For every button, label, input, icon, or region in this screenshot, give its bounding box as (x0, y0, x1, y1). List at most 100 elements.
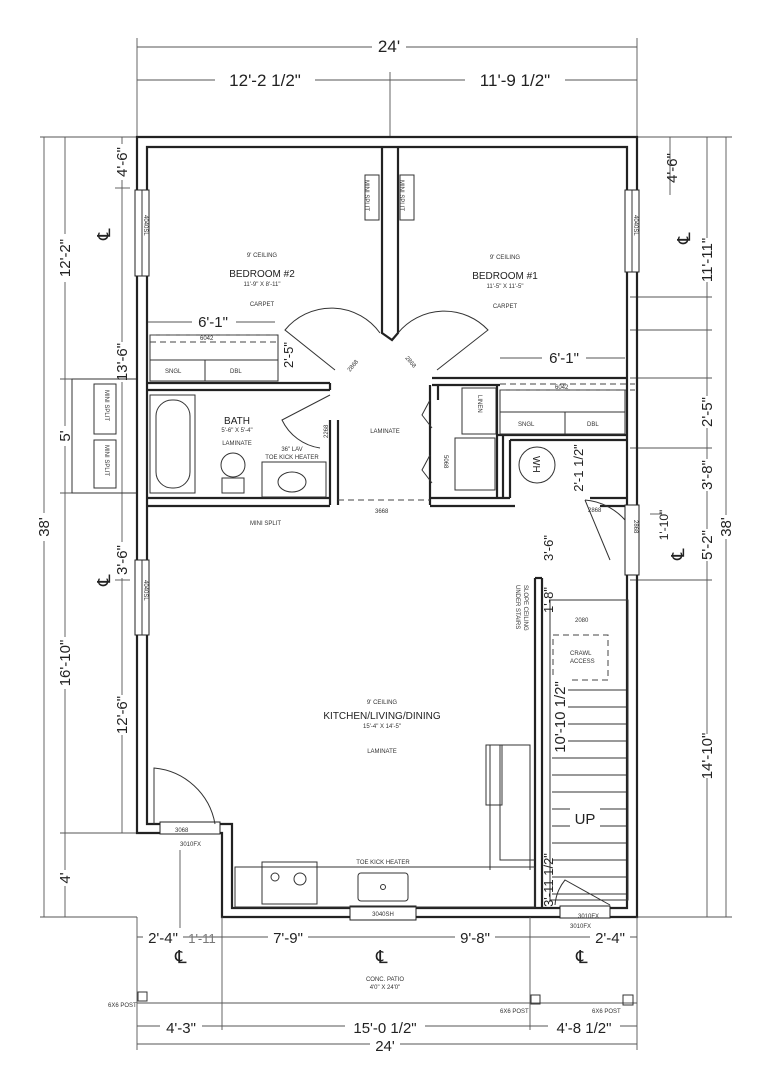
left-dimensions: 38' 12'-2" 5' 16'-10" 4' 4'-6" 13'-6" 3'… (36, 136, 138, 918)
centerline-symbol: ℄ (94, 228, 114, 241)
dim-bottom-row2-2: 15'-0 1/2" (353, 1020, 416, 1037)
bedroom1-floor: CARPET (493, 304, 518, 310)
window-label: 4040SL (142, 215, 148, 236)
dim-top-left: 12'-2 1/2" (229, 71, 301, 90)
right-dimensions: 11'-11" 2'-5" 3'-8" 5'-2" 14'-10" 38' 4'… (630, 136, 735, 918)
door-label: 2868 (588, 508, 602, 514)
door-label: 3068 (175, 828, 189, 834)
centerline-symbol: ℄ (174, 947, 187, 967)
dim-right-door: 1'-10" (657, 510, 671, 541)
bath-floor: LAMINATE (222, 441, 252, 447)
dim-br1-closet: 6'-1" (549, 350, 579, 367)
window-label: 3040SH (372, 912, 394, 918)
lav-label: 36" LAV (281, 447, 302, 453)
dim-bottom-5: 2'-4" (595, 930, 625, 947)
centerline-symbol: ℄ (375, 947, 388, 967)
toe-kick-bath-label: TOE KICK HEATER (265, 455, 319, 461)
dim-left-mid-4: 4' (57, 872, 74, 883)
bedroom2-size: 11'-9" X 8'-11" (243, 282, 280, 288)
bedroom2-name: BEDROOM #2 (229, 269, 295, 280)
dim-right-3: 3'-8" (699, 460, 716, 490)
kitchen-size: 15'-4" X 14'-5" (363, 724, 401, 730)
toe-kick-kitchen-label: TOE KICK HEATER (356, 860, 410, 866)
dim-left-inner-3: 3'-6" (114, 545, 131, 575)
window-label: 4040SL (632, 215, 638, 236)
dim-stair-bottom: 3'-11 1/2" (541, 853, 556, 907)
window-label: 3010FX (570, 924, 591, 930)
dim-right-window: 4'-6" (664, 153, 681, 183)
dim-overall-width: 24' (378, 37, 400, 56)
dim-bottom-3: 7'-9" (273, 930, 303, 947)
dim-right-1: 11'-11" (699, 238, 716, 282)
door-label: 5068 (442, 455, 448, 469)
bath-fixtures: MINI SPLIT (149, 394, 327, 527)
mini-split-bath-label: MINI SPLIT (250, 521, 281, 527)
room-labels: 9' CEILING BEDROOM #2 11'-9" X 8'-11" CA… (221, 253, 538, 866)
mini-split-ext-label: MINI SPLIT (103, 445, 109, 476)
water-heater-label: WH (530, 456, 541, 473)
dim-bottom-overall: 24' (375, 1038, 395, 1055)
mini-split-ext-label: MINI SPLIT (103, 390, 109, 421)
under-stairs-label: UNDER STAIRS (514, 585, 520, 629)
stairs: CRAWL ACCESS 2080 UP SLOPE CEILING UNDER… (514, 535, 629, 907)
hall-opening-label: 3668 (375, 509, 389, 515)
door-label: 2868 (403, 355, 417, 370)
windows: 4040SL 4040SL 4040SL 3040SH 3010FX 3010F… (134, 189, 640, 930)
slope-ceiling-label: SLOPE CEILING (522, 585, 528, 631)
patio-name: CONC. PATIO (366, 977, 404, 983)
dim-left-inner-2: 13'-6" (114, 343, 131, 381)
dim-left-inner-4: 12'-6" (114, 696, 131, 734)
dim-right-4: 5'-2" (699, 530, 716, 560)
centerline-symbol: ℄ (674, 232, 694, 245)
window-label: 3010FX (180, 842, 201, 848)
dim-stair-run: 10'-10 1/2" (552, 681, 569, 753)
kitchen-floor: LAMINATE (367, 749, 397, 755)
hall-floor: LAMINATE (370, 429, 400, 435)
dim-bottom-4: 9'-8" (460, 930, 490, 947)
dim-br2-closet-depth: 2'-5" (281, 342, 296, 368)
bath-size: 5'-6" X 5'-4" (221, 428, 252, 434)
dim-right-5: 14'-10" (699, 733, 716, 780)
dim-bottom-row2-3: 4'-8 1/2" (557, 1020, 612, 1037)
walls (135, 135, 639, 919)
door-label: 3010FX (578, 914, 599, 920)
bedroom1-name: BEDROOM #1 (472, 271, 538, 282)
dim-bottom-2: 1'-11 (188, 931, 216, 946)
crawl-label: CRAWL (570, 651, 592, 657)
top-dimensions: 24' 12'-2 1/2" 11'-9 1/2" (136, 37, 638, 137)
centerline-symbol: ℄ (668, 548, 688, 561)
dim-stair-top: 1'-8" (541, 587, 556, 613)
mini-split-label: MINI SPLIT (398, 180, 404, 211)
dim-bottom-row2-1: 4'-3" (166, 1020, 196, 1037)
closet-double-label: DBL (587, 422, 599, 428)
kitchen-ceiling: 9' CEILING (367, 700, 397, 706)
dim-left-mid-3: 16'-10" (57, 640, 74, 687)
kitchen-name: KITCHEN/LIVING/DINING (323, 711, 440, 722)
mini-split-label: MINI SPLIT (363, 180, 369, 211)
dim-br2-closet: 6'-1" (198, 314, 228, 331)
post-label: 6X6 POST (500, 1009, 529, 1015)
bedroom1-size: 11'-5" X 11'-5" (486, 284, 523, 290)
bedroom2-floor: CARPET (250, 302, 275, 308)
closet-door-label: 6042 (555, 385, 569, 391)
door-label: 2868 (632, 520, 638, 534)
doors: 2868 2868 2268 5068 3668 2868 2868 3068 … (153, 307, 640, 920)
stair-door-label: 2080 (575, 618, 589, 624)
bedroom2-ceiling: 9' CEILING (247, 253, 277, 259)
closet-double-label: DBL (230, 369, 242, 375)
dim-left-overall: 38' (36, 517, 53, 537)
crawl-label: ACCESS (570, 659, 595, 665)
bedroom1-ceiling: 9' CEILING (490, 255, 520, 261)
post-label: 6X6 POST (592, 1009, 621, 1015)
closet-single-label: SNGL (518, 422, 535, 428)
window-label: 4040SL (142, 580, 148, 601)
dim-top-right: 11'-9 1/2" (480, 71, 550, 90)
dim-left-mid-1: 12'-2" (57, 239, 74, 277)
dim-left-mid-2: 5' (57, 430, 74, 441)
stair-up-label: UP (575, 811, 596, 828)
dim-wh-closet: 2'-1 1/2" (571, 444, 586, 492)
bottom-dimensions: 2'-4" 1'-11 7'-9" 9'-8" 2'-4" ℄ ℄ ℄ CONC… (108, 850, 638, 1055)
dim-bottom-1: 2'-4" (148, 930, 178, 947)
door-label: 2868 (347, 359, 361, 374)
